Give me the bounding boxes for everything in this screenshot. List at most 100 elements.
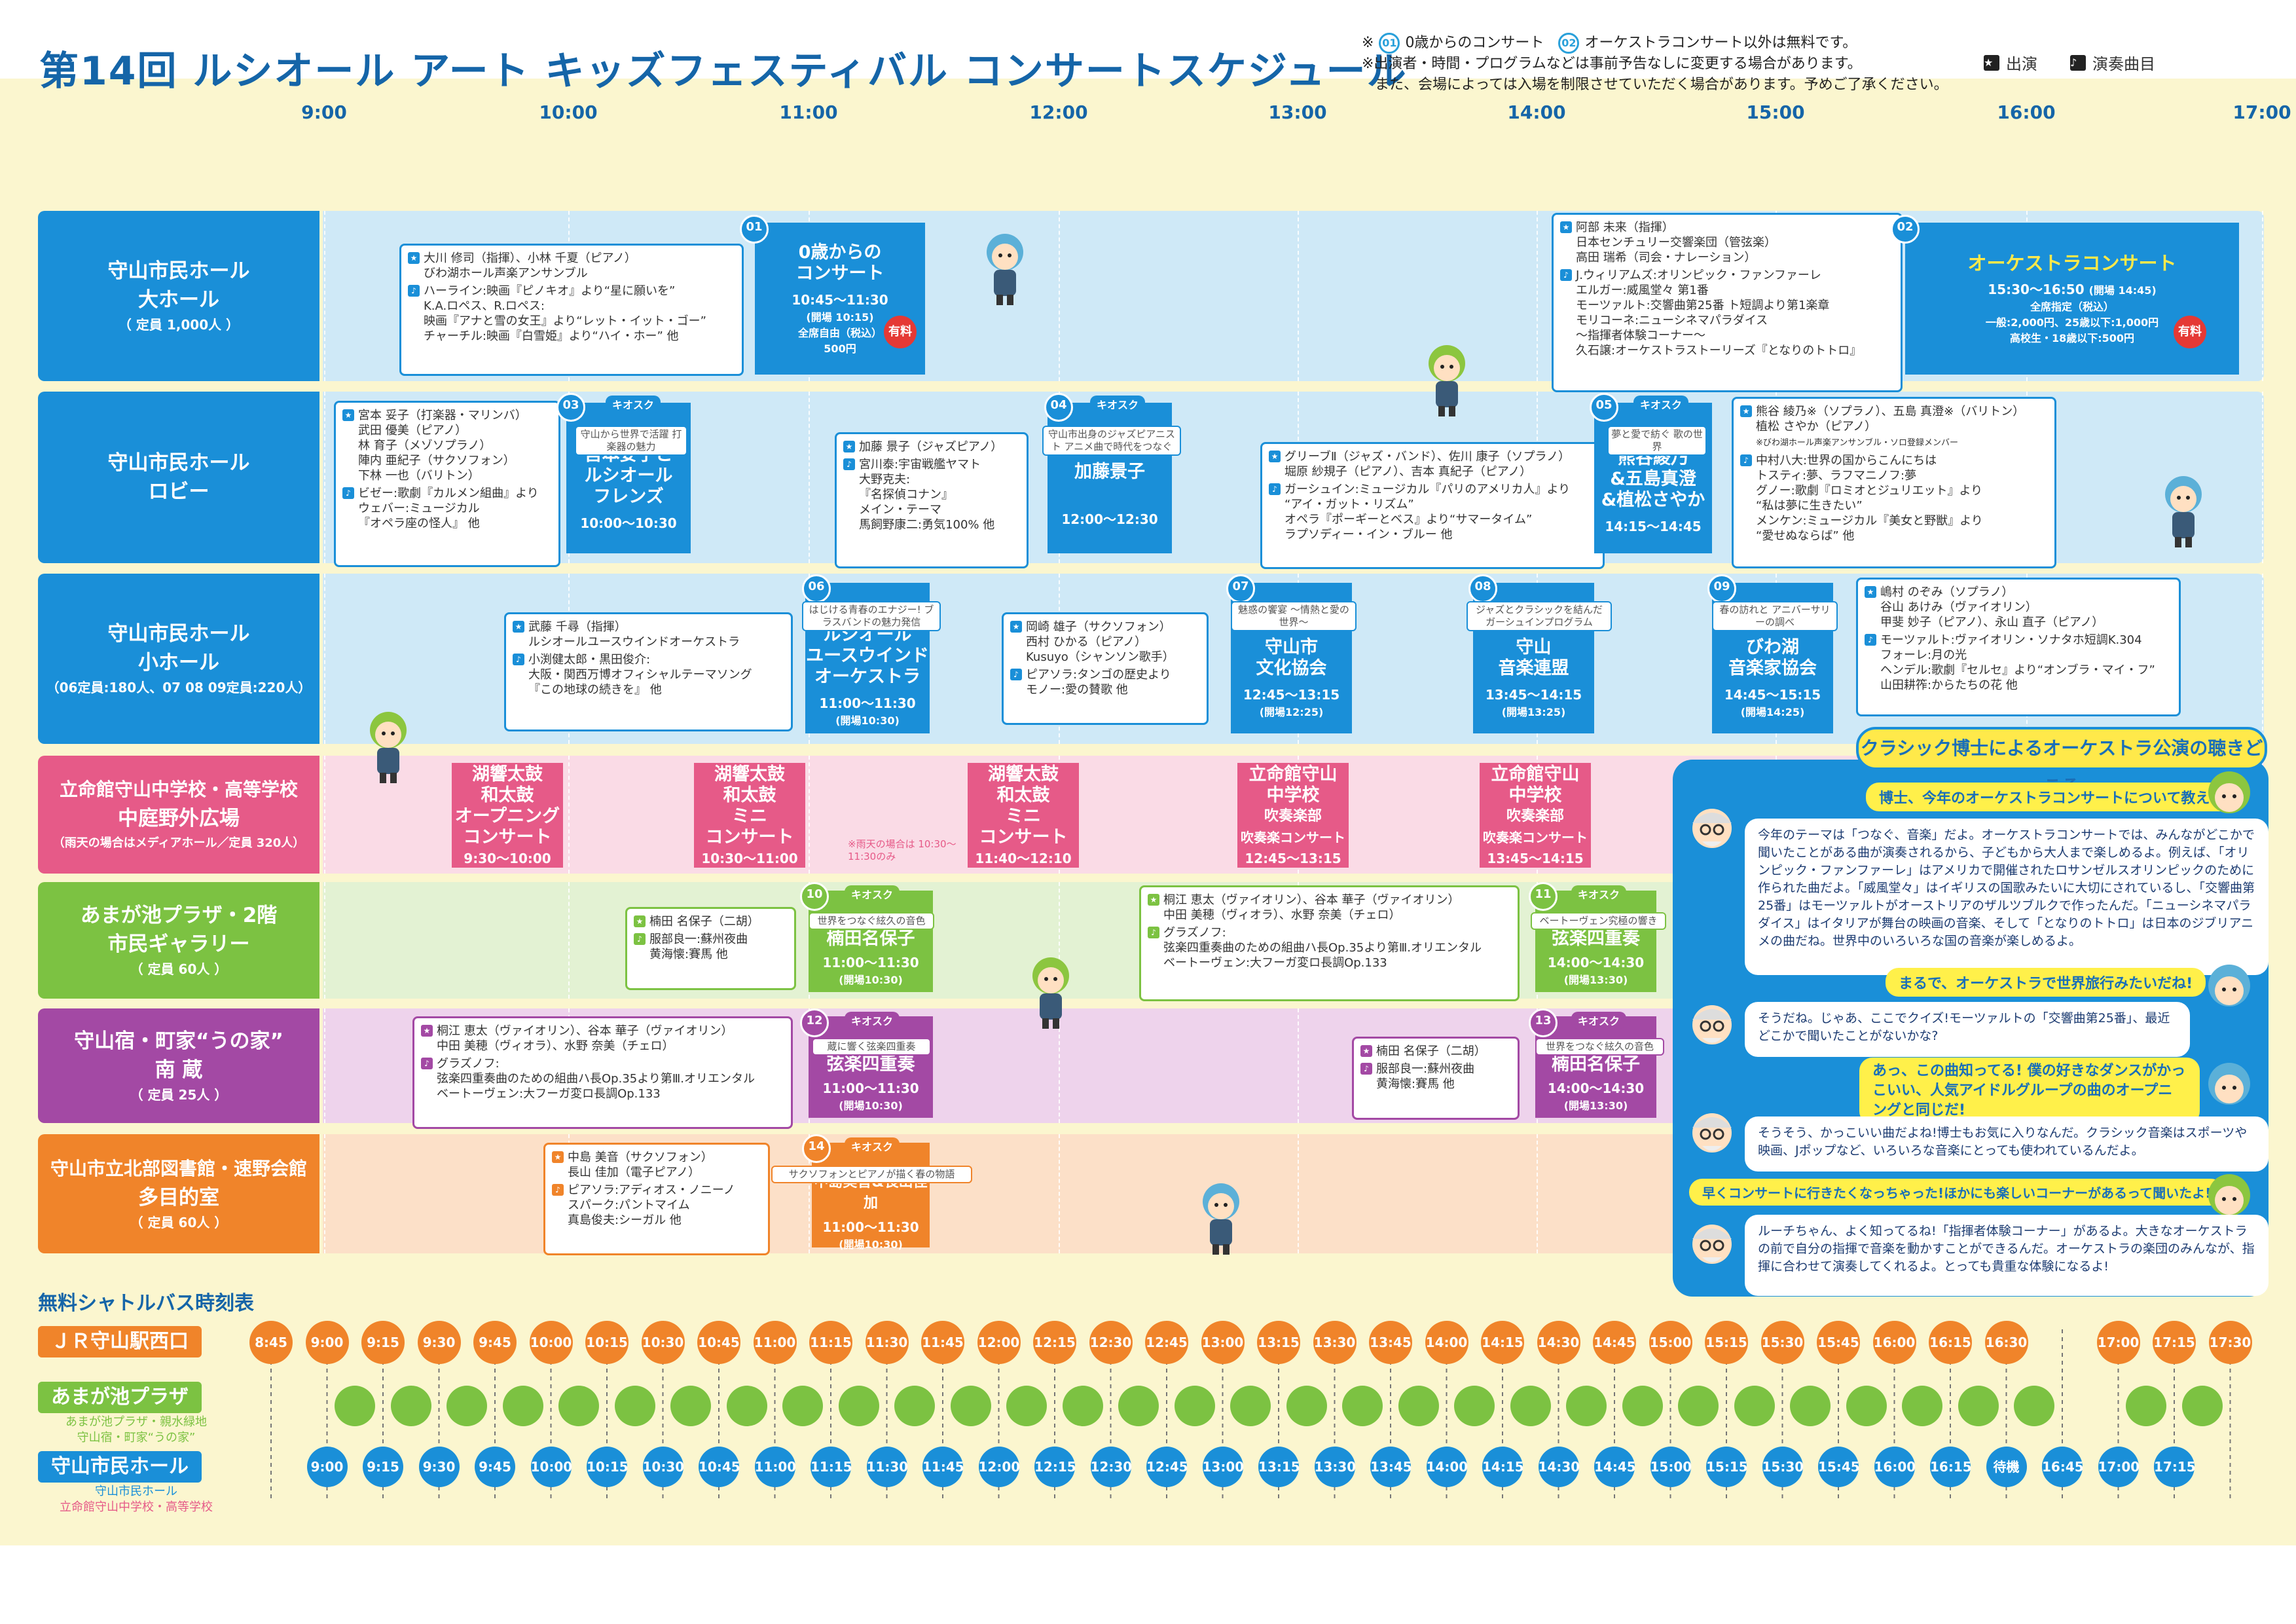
dialogue-answer: そうそう、かっこいい曲だよね!博士もお気に入りなんだ。クラシック音楽はスポーツや… [1745,1116,2269,1172]
bus-time-hall: 12:30 [1090,1447,1132,1487]
bus-time-jr: 14:15 [1481,1321,1524,1364]
dialogue-question: まるで、オーケストラで世界旅行みたいだね! [1886,968,2206,997]
bus-stop-amagaike-dot [1846,1386,1887,1426]
bus-time-hall: 16:00 [1874,1447,1916,1487]
time-label: 14:00 [1507,101,1566,123]
info-box: ★加藤 景子（ジャズピアノ） ♪宮川泰:宇宙戦艦ヤマト大野克夫:『名探偵コナン』… [835,432,1029,568]
time-gridline [324,392,325,563]
event-block-ritsumeikan-2[interactable]: 立命館守山 中学校 吹奏楽部 吹奏楽コンサート 13:45～14:15 [1480,763,1591,868]
time-gridline [1059,1134,1060,1253]
bus-time-jr: 9:45 [473,1321,517,1364]
bus-time-jr: 12:45 [1145,1321,1188,1364]
star-icon: ★ [421,1025,433,1037]
bus-time-jr: 11:15 [809,1321,852,1364]
bus-time-jr: 14:45 [1593,1321,1636,1364]
bus-time-jr: 13:15 [1257,1321,1300,1364]
event-number-badge: 08 [1468,574,1497,603]
paid-tag: 有料 [2174,316,2206,348]
bus-time-jr: 12:30 [1089,1321,1133,1364]
event-block-12[interactable]: 弦楽四重奏 11:00～11:30 (開場10:30) [809,1016,933,1118]
music-note-icon: ♪ [1010,669,1022,680]
star-icon: ★ [1010,621,1022,633]
bus-time-jr: 14:30 [1537,1321,1580,1364]
event-banner: 蔵に響く弦楽四重奏 [812,1038,931,1056]
event-block-02[interactable]: オーケストラコンサート 15:30～16:50 (開場 14:45) 全席指定（… [1905,223,2239,375]
bus-stop-amagaike-dot [1174,1386,1215,1426]
note-line-2: ※出演者・時間・プログラムなどは事前予告なしに変更する場合があります。 [1362,56,1862,72]
bus-title: 無料シャトルバス時刻表 [38,1292,254,1315]
info-box: ★熊谷 綾乃※（ソプラノ）、五島 真澄※（バリトン）植松 さやか（ピアノ）※びわ… [1732,397,2056,568]
event-number-badge: 13 [1529,1008,1558,1037]
bus-time-jr: 16:30 [1984,1321,2028,1364]
bus-time-jr: 13:00 [1201,1321,1245,1364]
doctor-face-icon [1692,1113,1732,1153]
venue-label: 守山市民ホール ロビー [38,392,319,563]
info-box: ★大川 修司（指揮）、小林 千夏（ピアノ）びわ湖ホール声楽アンサンブル ♪ハーラ… [399,244,744,376]
bus-time-jr: 14:00 [1425,1321,1468,1364]
dialogue-answer: ルーチちゃん、よく知ってるね!「指揮者体験コーナー」があるよ。大きなオーケストラ… [1745,1215,2269,1296]
legend: ★出演 ♪演奏曲目 [1984,51,2155,74]
time-gridline [1298,211,1299,381]
event-block-taiko-1[interactable]: 湖響太鼓 和太鼓 オープニング コンサート 9:30～10:00 [452,763,563,868]
notes: ※ 01 0歳からのコンサート 02 オーケストラコンサート以外は無料です。 ※… [1362,33,1948,96]
mascot-character-icon [1429,345,1465,416]
event-block-ritsumeikan-1[interactable]: 立命館守山 中学校 吹奏楽部 吹奏楽コンサート 12:45～13:15 [1237,763,1349,868]
bus-stop-amagaike-dot [446,1386,488,1426]
time-label: 16:00 [1997,101,2056,123]
info-box: ★桐江 恵太（ヴァイオリン）、谷本 華子（ヴァイオリン）中田 美穂（ヴィオラ）、… [412,1016,793,1129]
bus-stop-amagaike-dot [1454,1386,1495,1426]
bus-time-hall: 待機 [1986,1447,2027,1487]
bus-time-hall: 10:45 [699,1447,740,1487]
event-block-10[interactable]: 楠田名保子 11:00～11:30 (開場10:30) [809,891,933,992]
bus-time-jr: 15:15 [1705,1321,1748,1364]
bus-time-hall: 12:00 [978,1447,1020,1487]
bus-time-jr: 15:45 [1817,1321,1860,1364]
event-number-badge: 01 [740,215,769,244]
bus-time-jr: 12:15 [1033,1321,1076,1364]
bus-time-jr: 10:45 [697,1321,740,1364]
event-block-13[interactable]: 楠田名保子 14:00～14:30 (開場13:30) [1535,1016,1656,1118]
info-box: ★武藤 千尋（指揮）ルシオールユースウインドオーケストラ ♪小渕健太郎・黒田俊介… [504,612,793,731]
venue-label: 守山市立北部図書館・速野会館 多目的室 （ 定員 60人 ） [38,1134,319,1253]
bus-stop-amagaike-dot [335,1386,376,1426]
event-banner: 夢と愛で紡ぐ 歌の世界 [1607,426,1707,456]
kid-face-icon [2208,1174,2250,1216]
time-gridline [2262,211,2263,381]
bus-time-hall: 14:45 [1594,1447,1636,1487]
bus-stop-amagaike-dot [1902,1386,1943,1426]
music-note-icon: ♪ [2070,54,2086,71]
event-block-taiko-2[interactable]: 湖響太鼓 和太鼓 ミニ コンサート 10:30～11:00 [694,763,805,868]
star-icon: ★ [1560,221,1572,233]
bus-time-jr: 11:30 [865,1321,909,1364]
bus-stop-amagaike-dot [390,1386,431,1426]
event-banner: はじける青春のエナジー! ブラスバンドの魅力発信 [802,601,941,631]
mascot-character-icon [1032,957,1069,1029]
bus-time-jr: 13:45 [1369,1321,1412,1364]
star-icon: ★ [513,621,524,633]
bus-stop-amagaike-dot [1230,1386,1271,1426]
bus-time-hall: 17:00 [2098,1447,2140,1487]
star-icon: ★ [1984,54,1999,71]
kiosk-badge: キオスク [845,885,900,902]
time-gridline [324,211,325,381]
bus-time-hall: 10:30 [642,1447,684,1487]
page-title: 第14回 ルシオール アート キッズフェスティバル コンサートスケジュール [39,48,1408,94]
info-box: ★グリーブⅡ（ジャズ・バンド）、佐川 康子（ソプラノ）堀原 紗規子（ピアノ）、吉… [1260,442,1605,569]
dialogue-answer: そうだね。じゃあ、ここでクイズ!モーツァルトの「交響曲第25番」、最近どこかで聞… [1745,1002,2190,1057]
bus-time-jr: 11:00 [753,1321,797,1364]
bus-time-jr: 9:15 [361,1321,405,1364]
event-block-taiko-3[interactable]: 湖響太鼓 和太鼓 ミニ コンサート 11:40～12:10 [968,763,1079,868]
event-banner: 世界をつなぐ絃久の音色 [1535,1038,1664,1056]
event-block-01[interactable]: 0歳からの コンサート 10:45～11:30 (開場 10:15) 全席自由（… [755,223,925,375]
info-box: ★桐江 恵太（ヴァイオリン）、谷本 華子（ヴァイオリン）中田 美穂（ヴィオラ）、… [1139,885,1520,1001]
circle-01-icon: 01 [1379,33,1400,54]
event-number-badge: 06 [802,574,831,603]
event-block-11[interactable]: 弦楽四重奏 14:00～14:30 (開場13:30) [1535,891,1656,992]
venue-label: あまが池プラザ・2階 市民ギャラリー （ 定員 60人 ） [38,882,319,999]
bus-time-hall: 9:15 [363,1447,403,1487]
kid-face-icon [2208,965,2250,1006]
event-number-badge: 14 [802,1134,831,1163]
bus-time-hall: 15:30 [1762,1447,1804,1487]
time-gridline [568,882,570,999]
